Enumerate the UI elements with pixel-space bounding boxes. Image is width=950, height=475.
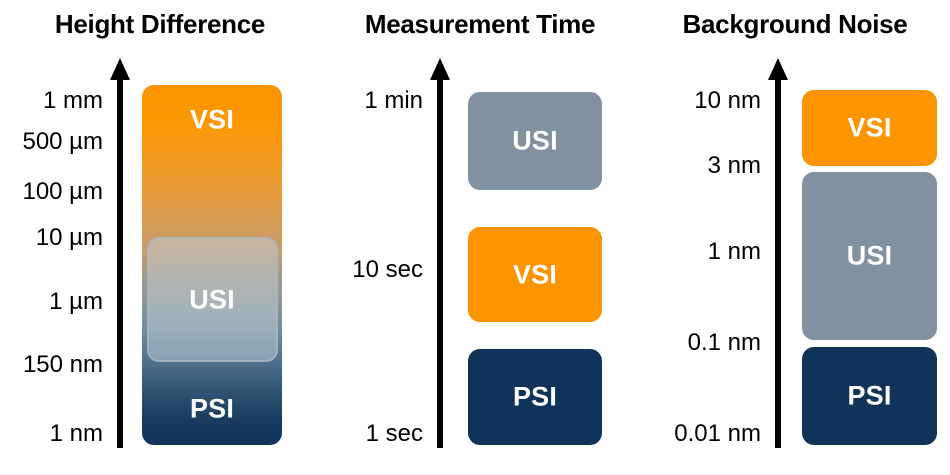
bar-label-psi: PSI xyxy=(847,380,892,411)
tick-label: 0.1 nm xyxy=(687,329,761,356)
bar-psi[interactable]: PSI xyxy=(468,349,602,445)
arrow-head-icon xyxy=(430,58,450,80)
bar-psi[interactable]: PSI xyxy=(802,347,937,445)
panel-background-noise: Background Noise 10 nm 3 nm 1 nm 0.1 nm … xyxy=(640,0,950,475)
panel-height-difference: Height Difference 1 mm 500 µm 100 µm 10 … xyxy=(0,0,320,475)
bar-vsi[interactable]: VSI xyxy=(802,90,937,166)
panel-title-height-difference: Height Difference xyxy=(54,9,266,39)
bar-label-usi: USI xyxy=(189,284,235,315)
axis-arrow-measurement-time xyxy=(430,58,450,448)
usi-range-overlay[interactable] xyxy=(147,237,278,362)
tick-label: 1 nm xyxy=(49,420,103,447)
panel-title-background-noise: Background Noise xyxy=(682,9,908,39)
tick-label: 10 nm xyxy=(694,87,761,114)
bar-label-vsi: VSI xyxy=(512,259,558,289)
arrow-shaft xyxy=(117,76,123,448)
tick-label: 1 mm xyxy=(43,87,103,114)
bar-label-psi: PSI xyxy=(512,381,558,412)
axis-arrow-background-noise xyxy=(768,58,788,448)
tick-label: 500 µm xyxy=(22,128,103,155)
tick-label: 1 µm xyxy=(49,288,103,315)
panel-title-measurement-time: Measurement Time xyxy=(364,9,596,39)
arrow-shaft xyxy=(775,76,781,448)
bar-vsi[interactable]: VSI xyxy=(468,227,602,322)
arrow-shaft xyxy=(437,76,443,448)
bar-label-usi: USI xyxy=(512,125,558,156)
bar-label-vsi: VSI xyxy=(189,104,235,135)
tick-label: 3 nm xyxy=(707,152,761,179)
tick-label: 1 sec xyxy=(365,420,423,447)
bar-label-vsi: VSI xyxy=(847,112,892,143)
arrow-head-icon xyxy=(110,58,130,80)
tick-label: 150 nm xyxy=(22,351,103,378)
bar-usi[interactable]: USI xyxy=(468,92,602,190)
bar-usi[interactable]: USI xyxy=(802,172,937,340)
tick-label: 100 µm xyxy=(22,178,103,205)
tick-label: 1 nm xyxy=(707,238,761,265)
tick-label: 1 min xyxy=(364,87,423,114)
arrow-head-icon xyxy=(768,58,788,80)
panel-measurement-time: Measurement Time 1 min 10 sec 1 sec USI … xyxy=(320,0,640,475)
bar-label-usi: USI xyxy=(846,240,893,271)
bar-label-psi: PSI xyxy=(189,393,235,424)
tick-label: 0.01 nm xyxy=(674,420,761,447)
tick-label: 10 sec xyxy=(352,256,423,283)
tick-label: 10 µm xyxy=(35,224,103,251)
axis-arrow-height-difference xyxy=(110,58,130,448)
